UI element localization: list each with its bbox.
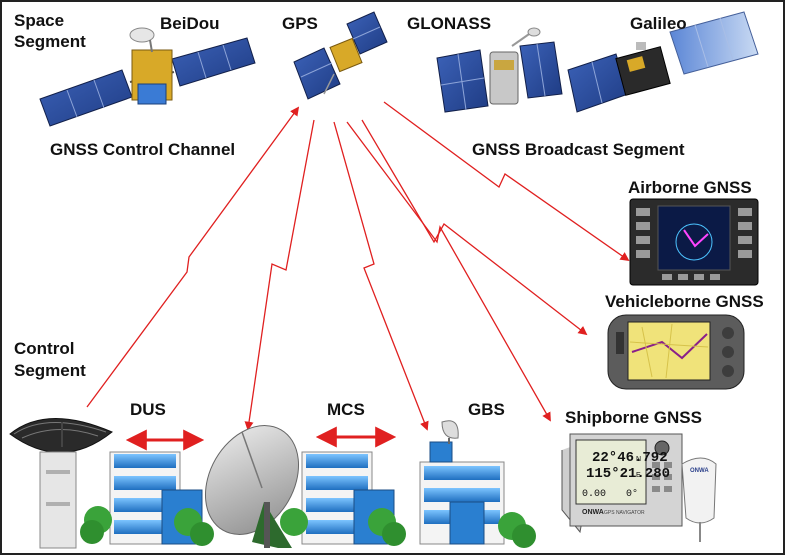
vehicleborne-gnss-device [607, 314, 745, 390]
gps-label: GPS [282, 14, 318, 33]
dus-label: DUS [130, 400, 166, 419]
galileo-label: Galileo [630, 14, 687, 33]
ship-brand: ONWA [582, 509, 604, 516]
space-segment-label: Space Segment [14, 11, 86, 51]
vehicleborne-gnss-label: Vehicleborne GNSS [605, 292, 764, 311]
beidou-satellite-icon [39, 27, 256, 127]
ship-latitude-dir: N [636, 456, 641, 463]
ship-speed: 0.00 [582, 489, 606, 500]
shipborne-gnss-label: Shipborne GNSS [565, 408, 702, 427]
large-dish-antenna-icon [204, 425, 300, 548]
ship-longitude-dir: E [636, 472, 641, 479]
ship-longitude: 115°21.280 [586, 466, 670, 482]
gps-to-mcs-downlink [333, 121, 429, 431]
beidou-label: BeiDou [160, 14, 220, 33]
ship-model: GPS NAVIGATOR [604, 510, 645, 516]
gps-to-gbs-downlink [346, 121, 551, 422]
broadcast-segment-label: GNSS Broadcast Segment [472, 140, 685, 159]
glonass-satellite-icon [436, 27, 563, 113]
control-channel-label: GNSS Control Channel [50, 140, 236, 159]
gbs-building-icon [419, 420, 536, 548]
glonass-label: GLONASS [407, 14, 492, 33]
ship-course: 0° [626, 488, 638, 500]
gps-to-vehicle-link [361, 119, 588, 336]
gps-to-dus-downlink [244, 119, 315, 431]
dus-uplink [86, 106, 300, 408]
ship-latitude: 22°46.792 [592, 450, 668, 466]
shipborne-gnss-device: 22°46.792 N 115°21.280 E 0.00 0° ONWA GP… [561, 433, 717, 542]
mcs-building-icon [280, 451, 406, 546]
control-segment-label: Control Segment [14, 339, 86, 380]
link-lines [86, 101, 630, 451]
airborne-gnss-device [629, 198, 759, 286]
galileo-satellite-icon [567, 11, 759, 113]
gbs-label: GBS [468, 400, 505, 419]
dus-building-icon [80, 451, 214, 546]
mcs-label: MCS [327, 400, 365, 419]
gps-satellite-icon [293, 11, 388, 100]
gps-to-airborne-link [383, 101, 630, 262]
ship-antenna-brand: ONWA [690, 468, 709, 474]
airborne-gnss-label: Airborne GNSS [628, 178, 752, 197]
dus-dish-antenna-icon [9, 418, 113, 549]
